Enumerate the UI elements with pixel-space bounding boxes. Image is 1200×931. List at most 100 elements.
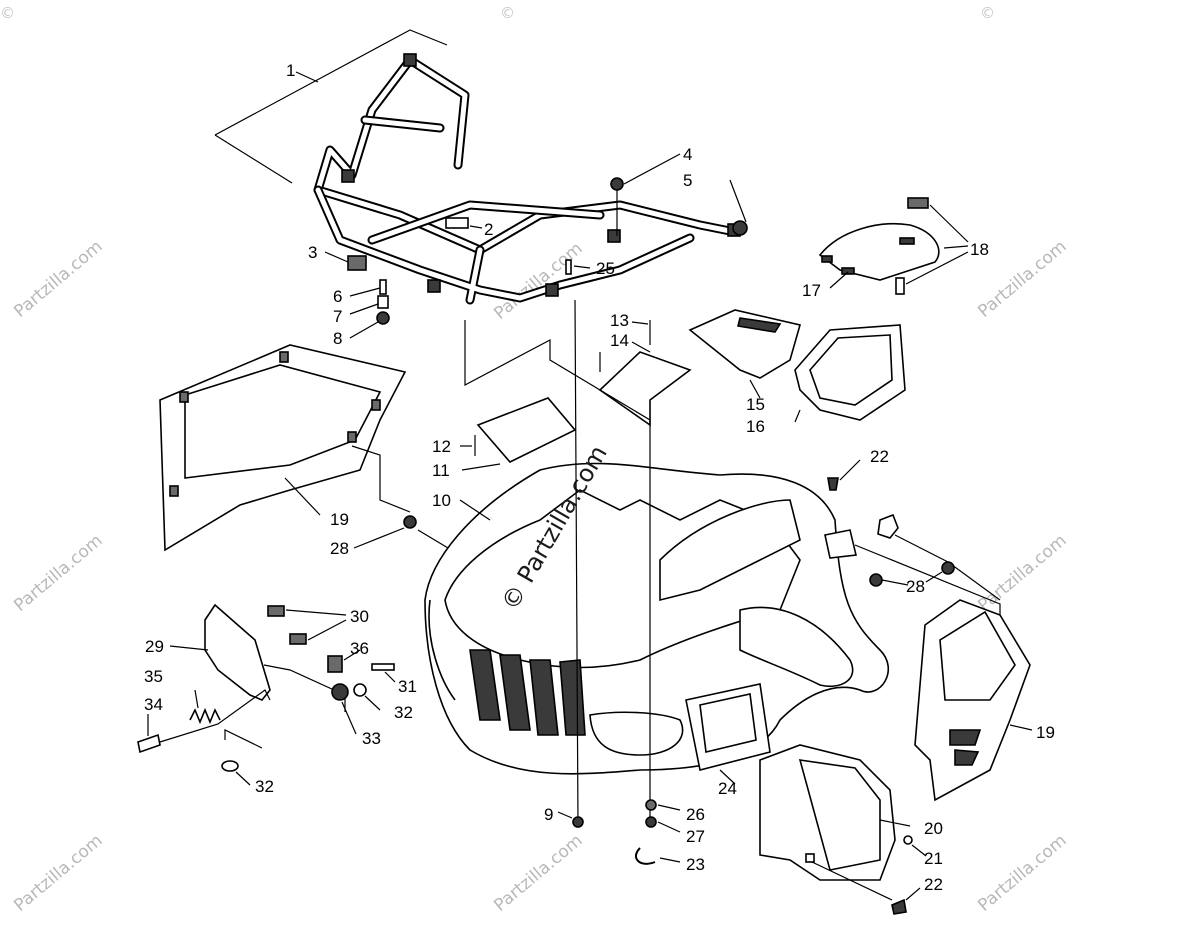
leader-line (285, 609, 347, 616)
callout-21: 21 (924, 849, 943, 868)
watermark-corner-mark: © (500, 4, 515, 22)
leader-line (911, 844, 927, 857)
callout-18: 18 (970, 240, 989, 259)
rack-nut (376, 311, 390, 325)
callout-6: 6 (333, 287, 342, 306)
push-rivet (403, 515, 417, 529)
rack-mount-tab (607, 229, 621, 243)
guard-bolt-long (371, 663, 395, 671)
cap-fastener (895, 277, 905, 295)
leader-line (719, 769, 736, 785)
front-fender: © Partzilla.com (424, 441, 890, 785)
callout-32-right: 32 (394, 703, 413, 722)
grille-slot (499, 654, 531, 731)
fender-wheel-well (739, 606, 854, 687)
assembly-line (574, 299, 579, 826)
watermark-text: Partzilla.com (974, 831, 1070, 916)
rack-mount-tab (341, 169, 355, 183)
storage-tray-inner (809, 334, 893, 406)
rack-spacer (377, 295, 389, 309)
rack-decal (445, 217, 469, 229)
guard-pin (137, 733, 161, 754)
spacer (331, 683, 349, 701)
grommet (877, 513, 899, 539)
washer (353, 683, 367, 697)
leader-line (749, 379, 761, 399)
leader-line (1009, 724, 1033, 731)
callout-28-left: 28 (330, 539, 349, 558)
fender-grille (469, 649, 586, 736)
mount-bracket (598, 351, 692, 427)
callout-23: 23 (686, 855, 705, 874)
grille-slot (559, 659, 586, 736)
panel-vent (954, 749, 980, 766)
watermark-text: Partzilla.com (10, 237, 106, 322)
cap-clip (899, 237, 915, 245)
rack-mount-tab (403, 53, 417, 67)
leader-line (657, 821, 681, 833)
guard-bolt (267, 605, 285, 617)
assembly-lines (464, 299, 681, 865)
callout-14: 14 (610, 331, 629, 350)
leader-line (384, 671, 396, 683)
leader-line (794, 409, 801, 423)
callout-4: 4 (683, 145, 692, 164)
leader-line (573, 265, 591, 269)
guard-panel (204, 603, 271, 701)
guard-grommet (327, 655, 343, 673)
callout-22-top: 22 (870, 447, 889, 466)
watermark-text: Partzilla.com (490, 831, 586, 916)
leader-line (324, 251, 349, 263)
grille-slot (469, 649, 501, 721)
callout-8: 8 (333, 329, 342, 348)
front-guard-assembly (137, 603, 396, 786)
leader-line (307, 619, 347, 641)
callout-10: 10 (432, 491, 451, 510)
leader-line (349, 321, 379, 339)
callout-labels: 1 2 3 4 5 6 7 8 9 10 11 12 13 14 15 16 1… (144, 61, 1055, 894)
leader-line (925, 571, 943, 583)
front-rack (214, 29, 741, 305)
leader-line (459, 499, 491, 521)
panel-clip (279, 351, 289, 363)
washer (645, 799, 657, 811)
rack-crossbar (360, 115, 605, 245)
rack-crossbar-highlight (362, 117, 603, 243)
guard-bolt (289, 633, 307, 645)
watermark-text: Partzilla.com (10, 531, 106, 616)
callout-19-right: 19 (1036, 723, 1055, 742)
left-side-panel (159, 344, 449, 552)
callout-bracket (214, 29, 448, 136)
watermark-text: Partzilla.com (974, 531, 1070, 616)
leader-line (557, 811, 573, 819)
flap-screw (903, 835, 913, 845)
right-fasteners (824, 459, 1001, 645)
rack-bolt (379, 279, 387, 295)
assembly-line (263, 664, 346, 712)
leader-line (657, 804, 681, 811)
leader-line (905, 251, 969, 285)
assembly-line (811, 861, 893, 901)
watermark-corner-mark: © (980, 4, 995, 22)
leader-line (353, 527, 405, 549)
mud-flap (759, 744, 927, 915)
callout-25: 25 (596, 259, 615, 278)
callout-2: 2 (484, 220, 493, 239)
rack-hardware (324, 153, 748, 339)
flap-clip (805, 853, 815, 863)
callout-32-bottom: 32 (255, 777, 274, 796)
rack-mount-tab (427, 279, 441, 293)
watermark-corner-mark: © (0, 4, 15, 22)
leader-line (839, 459, 861, 481)
panel-clip (371, 399, 381, 411)
callout-12: 12 (432, 437, 451, 456)
leader-line (284, 477, 321, 516)
leader-line (943, 245, 969, 249)
callout-19-left: 19 (330, 510, 349, 529)
mud-flap-face (798, 759, 881, 871)
callout-29: 29 (145, 637, 164, 656)
rack-tube-highlight (315, 187, 693, 303)
leader-line (879, 819, 911, 827)
leader-line (341, 701, 357, 735)
access-cover-hardware (460, 320, 692, 471)
